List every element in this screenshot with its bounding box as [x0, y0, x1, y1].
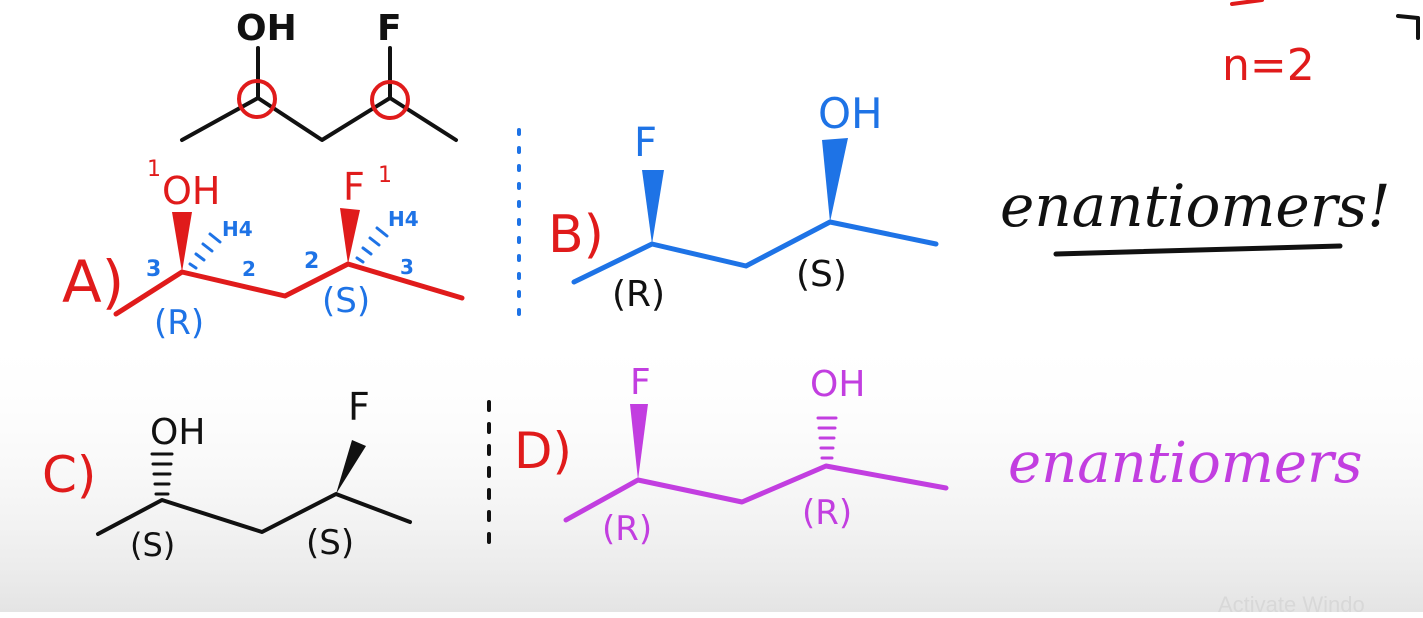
structure-b-f-wedge [642, 170, 664, 244]
activate-windows-watermark: Activate Windo [1218, 592, 1365, 617]
structure-b-oh-wedge [822, 138, 848, 222]
structure-a-letter: A) [62, 248, 124, 316]
structure-b-oh-label: OH [818, 89, 883, 138]
top-oh-label: OH [236, 8, 297, 49]
structure-d-oh-label: OH [810, 364, 865, 405]
structure-a-priority-f: 1 [378, 163, 392, 188]
structure-d-f-label: F [630, 362, 651, 403]
structure-c-skeleton [96, 492, 412, 536]
structure-a: A) OH F 1 1 H4 H4 3 2 2 3 (R) (S) [62, 157, 465, 343]
stereocenter-circle-left [237, 79, 277, 119]
structure-d-config-left: (R) [602, 509, 652, 549]
enantiomers-cd-note: enantiomers [1008, 431, 1363, 496]
structure-a-skeleton [113, 261, 465, 317]
top-molecule: OH F [180, 8, 458, 142]
structure-a-num-3-left: 3 [146, 257, 161, 282]
structure-a-f-wedge [340, 208, 360, 264]
background-shade [0, 330, 1423, 612]
structure-a-h4-right: H4 [388, 207, 419, 231]
structure-a-num-3-right: 3 [400, 255, 414, 279]
structure-b-letter: B) [548, 205, 604, 265]
structure-b-config-right: (S) [796, 254, 847, 295]
structure-b: B) F OH (R) (S) [548, 89, 939, 315]
black-mark-edge [1396, 14, 1420, 40]
structure-a-config-right: (S) [322, 281, 370, 321]
enantiomers-ab-note: enantiomers! [1000, 172, 1391, 240]
structure-c-oh-label: OH [150, 412, 205, 453]
structure-d-hash [816, 416, 838, 460]
structure-b-f-label: F [634, 120, 657, 166]
structure-d: D) F OH (R) (R) [514, 362, 949, 549]
structure-a-h4-left: H4 [222, 217, 253, 241]
structure-d-f-wedge [630, 404, 648, 480]
structure-c-f-label: F [348, 385, 370, 429]
structure-c-f-wedge [336, 440, 366, 494]
structure-a-num-2-left: 2 [242, 257, 256, 281]
structure-a-priority-oh: 1 [147, 157, 161, 182]
structure-b-skeleton [571, 219, 939, 285]
top-skeleton [180, 96, 458, 142]
stereocenter-count-note: n=2 [1222, 40, 1315, 91]
structure-c: C) OH F (S) (S) [42, 385, 412, 564]
structure-c-config-right: (S) [306, 523, 354, 563]
structure-a-oh-label: OH [162, 169, 220, 213]
structure-c-config-left: (S) [130, 526, 175, 564]
structure-a-config-left: (R) [154, 303, 204, 343]
structure-a-oh-wedge [172, 212, 192, 272]
stereocenter-circle-right [370, 80, 410, 120]
enantiomers-ab-underline [1053, 243, 1343, 257]
structure-a-hash-left [188, 232, 222, 270]
structure-a-hash-right [355, 226, 389, 264]
structure-d-letter: D) [514, 422, 572, 480]
top-f-label: F [377, 8, 402, 49]
structure-a-num-2-right: 2 [304, 249, 319, 274]
structure-d-config-right: (R) [802, 493, 852, 533]
structure-a-f-label: F [343, 165, 365, 209]
structure-d-skeleton [563, 463, 949, 523]
structure-c-hash [150, 452, 174, 496]
red-mark-top [1230, 0, 1264, 6]
structure-c-letter: C) [42, 446, 96, 504]
structure-b-config-left: (R) [612, 274, 665, 315]
